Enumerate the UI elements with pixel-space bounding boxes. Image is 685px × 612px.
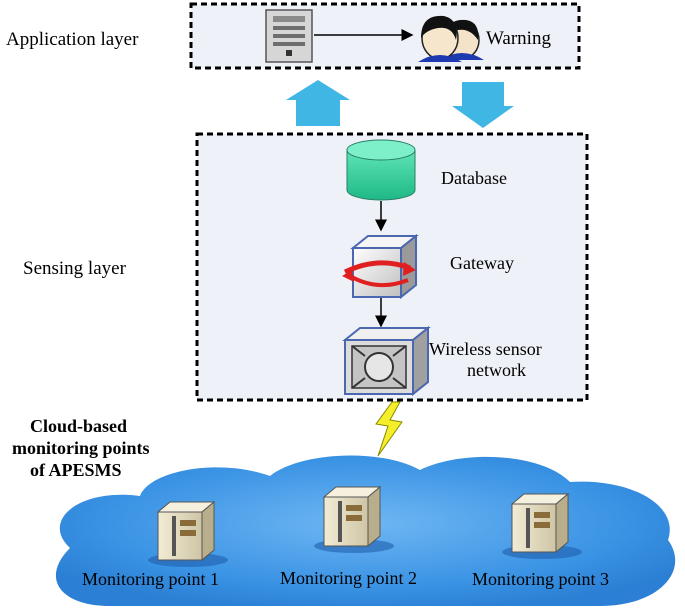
monitoring-point-1-label: Monitoring point 1 <box>82 569 219 589</box>
monitoring-point-3-label: Monitoring point 3 <box>472 569 609 589</box>
lightning-icon <box>375 401 403 457</box>
cabinet-icon-1 <box>148 500 228 567</box>
cloud-label-line2: monitoring points <box>12 438 150 458</box>
database-icon <box>346 139 416 201</box>
up-arrow <box>286 80 350 126</box>
application-layer-box <box>189 2 581 70</box>
down-arrow <box>452 82 514 128</box>
wsn-label-line2: network <box>467 360 526 380</box>
server-icon <box>265 9 313 63</box>
monitoring-point-2-label: Monitoring point 2 <box>280 568 417 588</box>
sensor-node-icon <box>342 325 431 397</box>
cloud-label-line1: Cloud-based <box>30 416 127 436</box>
cloud-label-line3: of APESMS <box>30 460 122 480</box>
database-label: Database <box>441 168 507 188</box>
users-icon <box>418 15 484 62</box>
gateway-icon <box>342 233 419 300</box>
cabinet-icon-3 <box>502 492 582 559</box>
gateway-label: Gateway <box>450 253 514 273</box>
warning-label: Warning <box>486 28 551 49</box>
sensing-layer-label: Sensing layer <box>23 258 127 279</box>
application-layer-label: Application layer <box>6 29 139 50</box>
cabinet-icon-2 <box>314 485 394 553</box>
wsn-label-line1: Wireless sensor <box>429 339 542 359</box>
